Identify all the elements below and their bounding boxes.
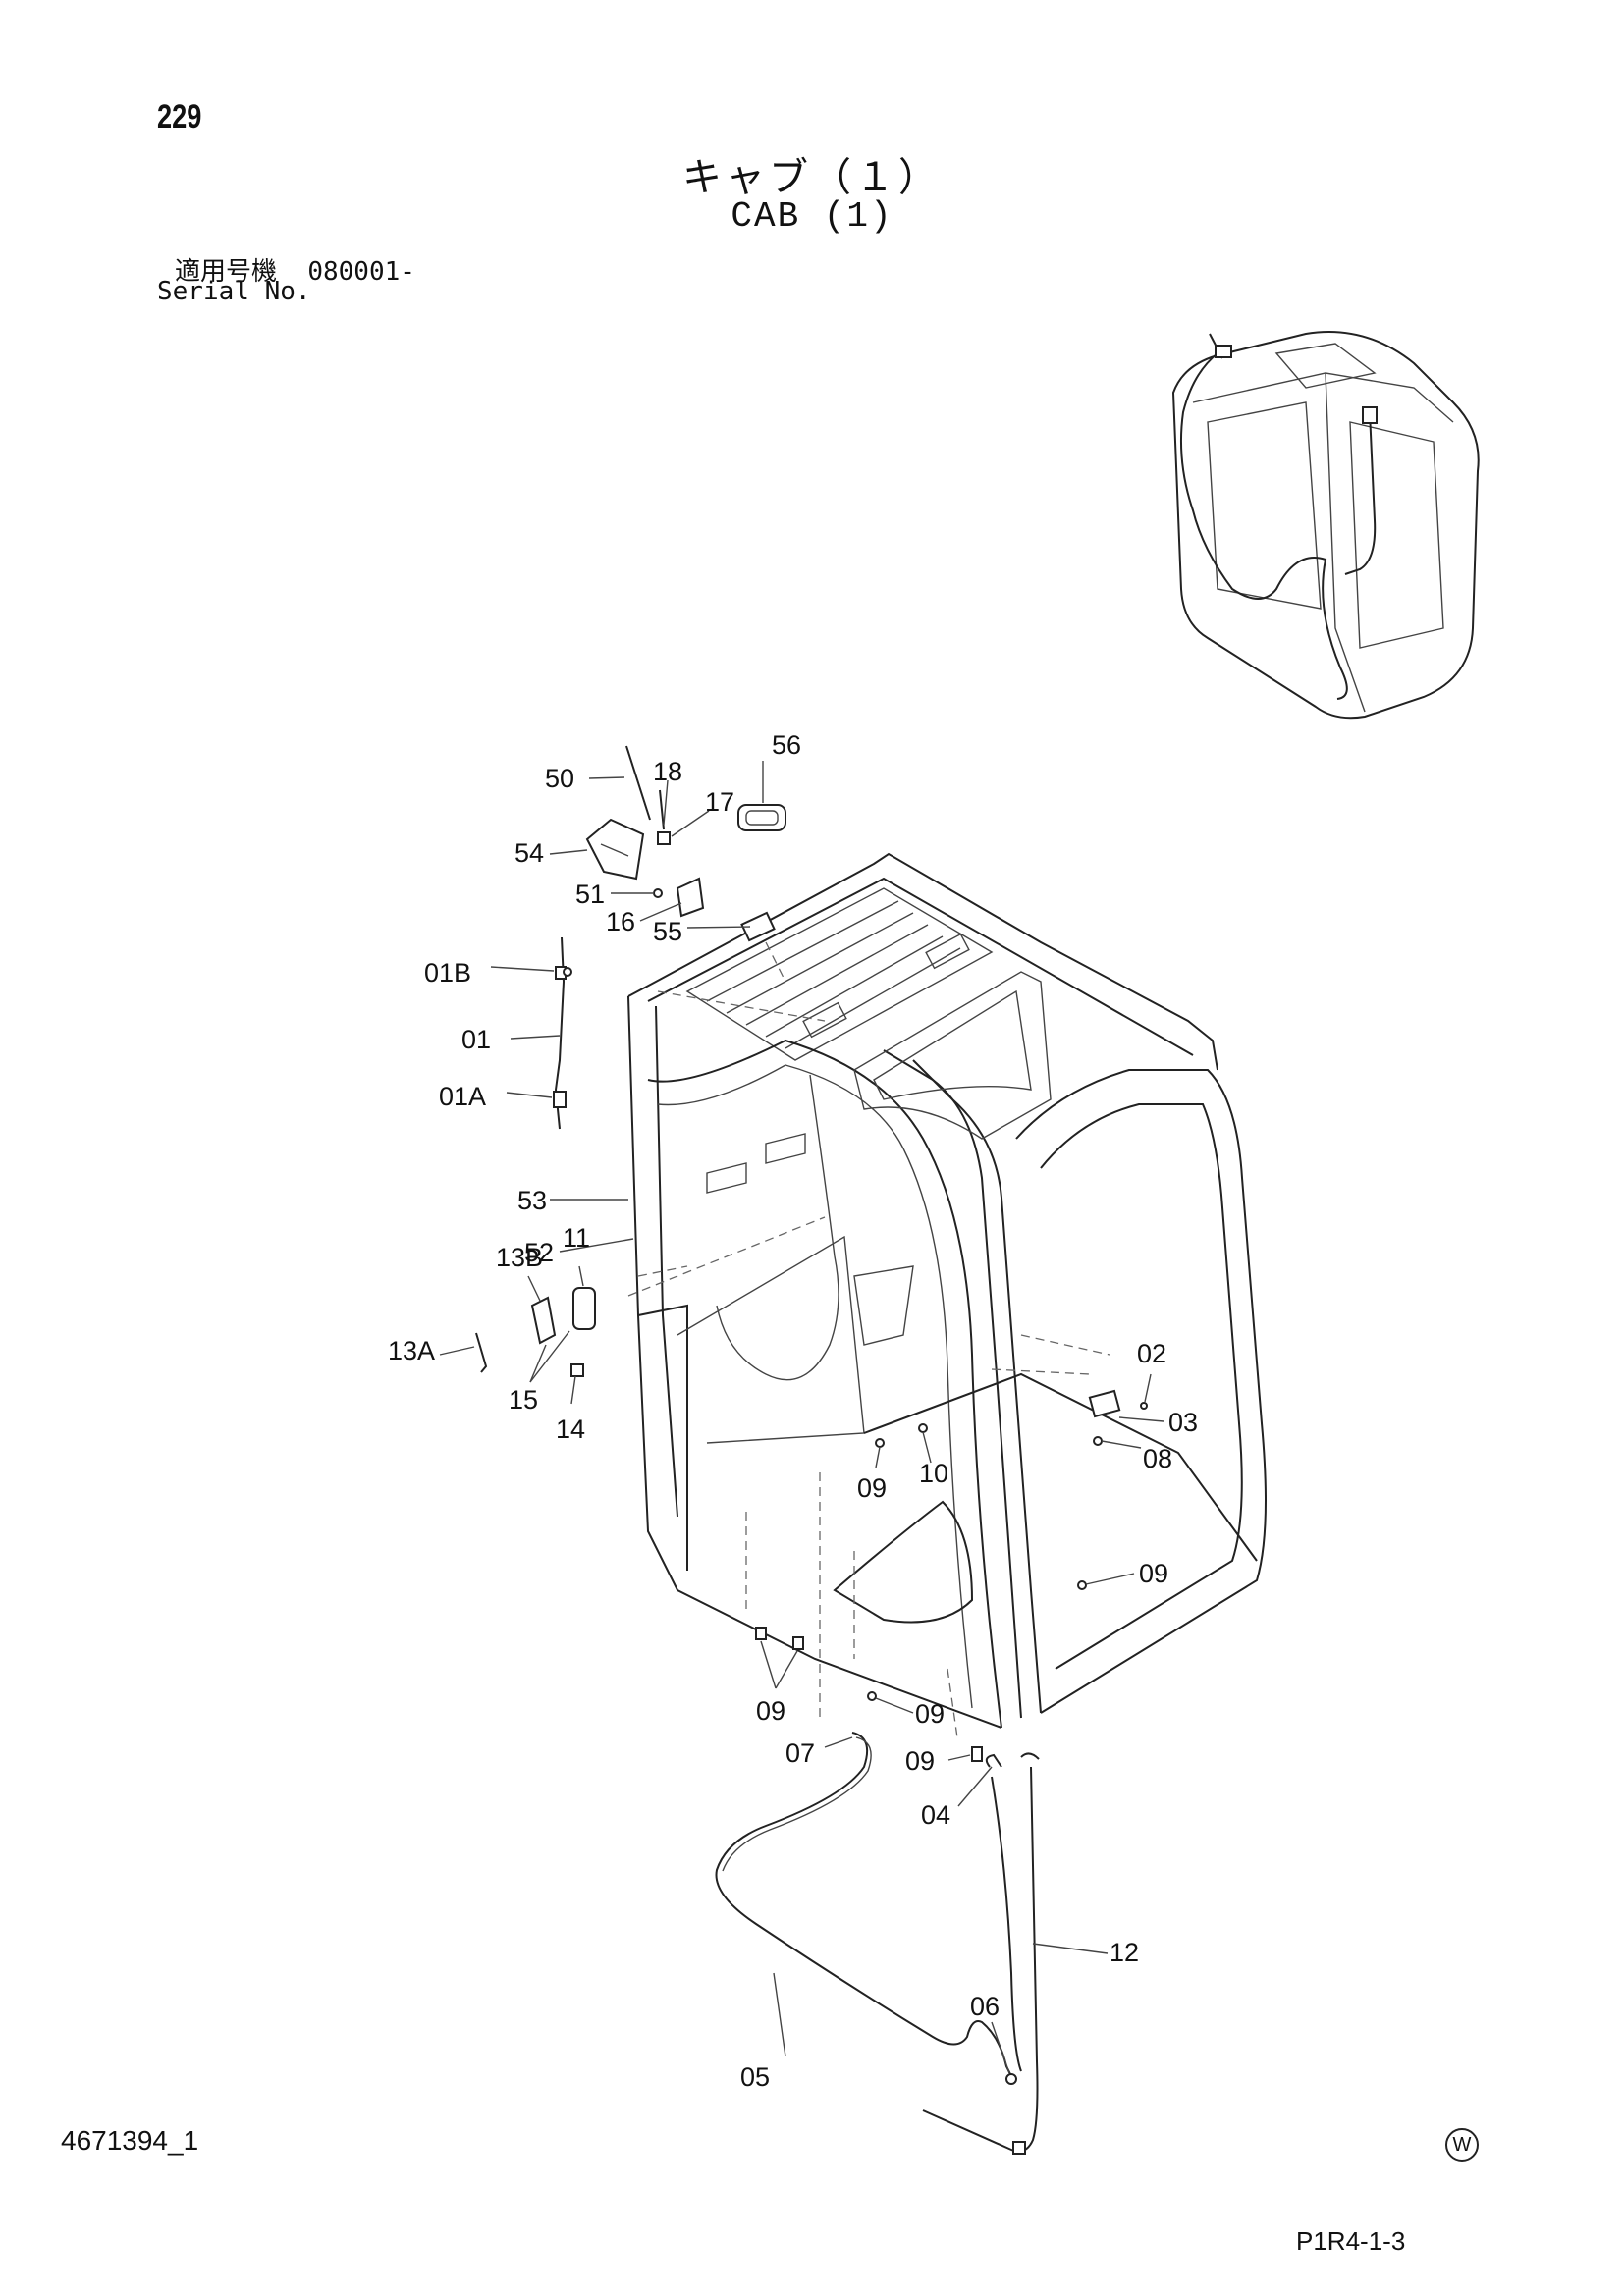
part-16-bracket <box>676 877 705 918</box>
callout-09-b: 09 <box>1139 1559 1168 1588</box>
part-14-clip <box>570 1363 584 1377</box>
callout-09-e: 09 <box>905 1746 935 1776</box>
callout-06: 06 <box>970 1992 1000 2021</box>
page-number: 229 <box>157 98 202 135</box>
serial-applicability: 適用号機 080001- <box>175 251 415 288</box>
part-12-strip <box>991 1776 1022 2072</box>
callout-54: 54 <box>514 838 544 868</box>
callout-01B: 01B <box>424 958 471 988</box>
part-55 <box>740 911 776 942</box>
callout-50: 50 <box>545 764 574 793</box>
callout-02: 02 <box>1137 1339 1166 1368</box>
serial-label-en: Serial No. <box>157 277 311 306</box>
callout-56: 56 <box>772 730 801 760</box>
part-11-unit <box>572 1287 596 1330</box>
w-mark-icon: W <box>1445 2128 1479 2162</box>
callout-10: 10 <box>919 1459 948 1488</box>
callout-14: 14 <box>556 1415 585 1444</box>
part-50-rod <box>625 745 651 821</box>
callout-08: 08 <box>1143 1444 1172 1473</box>
callout-17: 17 <box>705 787 734 817</box>
part-13A-lever <box>475 1332 488 1373</box>
callout-12: 12 <box>1110 1938 1139 1967</box>
part-56-lamp <box>737 804 786 831</box>
title-english: CAB (1) <box>731 196 893 237</box>
callout-09-a: 09 <box>857 1473 887 1503</box>
callout-11: 11 <box>563 1223 590 1253</box>
callout-18: 18 <box>653 757 682 786</box>
callout-51: 51 <box>575 880 605 909</box>
callout-53: 53 <box>517 1186 547 1215</box>
part-13B-switch <box>530 1296 557 1345</box>
callout-03: 03 <box>1168 1408 1198 1437</box>
callout-13A: 13A <box>388 1336 435 1365</box>
callout-04: 04 <box>921 1800 950 1830</box>
callout-labels: 50 18 17 56 54 51 16 55 01B 01 01A 53 52… <box>388 730 1198 2092</box>
leader-lines <box>439 761 1164 2074</box>
part-03-switch <box>1088 1389 1121 1418</box>
callout-09-d: 09 <box>915 1699 945 1729</box>
serial-value: 080001- <box>307 257 415 287</box>
page-code: P1R4-1-3 <box>1296 2226 1406 2256</box>
serial-label-ja: 適用号機 <box>175 257 278 287</box>
part-54-cover <box>585 818 645 881</box>
callout-09-c: 09 <box>756 1696 785 1726</box>
title-japanese: キャブ（１） <box>682 156 942 199</box>
document-id: 4671394_1 <box>61 2125 199 2156</box>
cab-frame <box>627 852 1267 1738</box>
callout-01A: 01A <box>439 1082 486 1111</box>
callout-52: 52 <box>524 1238 554 1267</box>
callout-05: 05 <box>740 2062 770 2092</box>
part-05-weatherstrip <box>715 1732 1012 2077</box>
callout-13B: 13B <box>496 1243 543 1272</box>
callout-55: 55 <box>653 917 682 946</box>
callout-07: 07 <box>785 1738 815 1768</box>
inset-cab-overview <box>1171 331 1480 720</box>
callout-15: 15 <box>509 1385 538 1415</box>
callout-01: 01 <box>461 1025 491 1054</box>
callout-16: 16 <box>606 907 635 936</box>
parts <box>475 745 1148 2155</box>
